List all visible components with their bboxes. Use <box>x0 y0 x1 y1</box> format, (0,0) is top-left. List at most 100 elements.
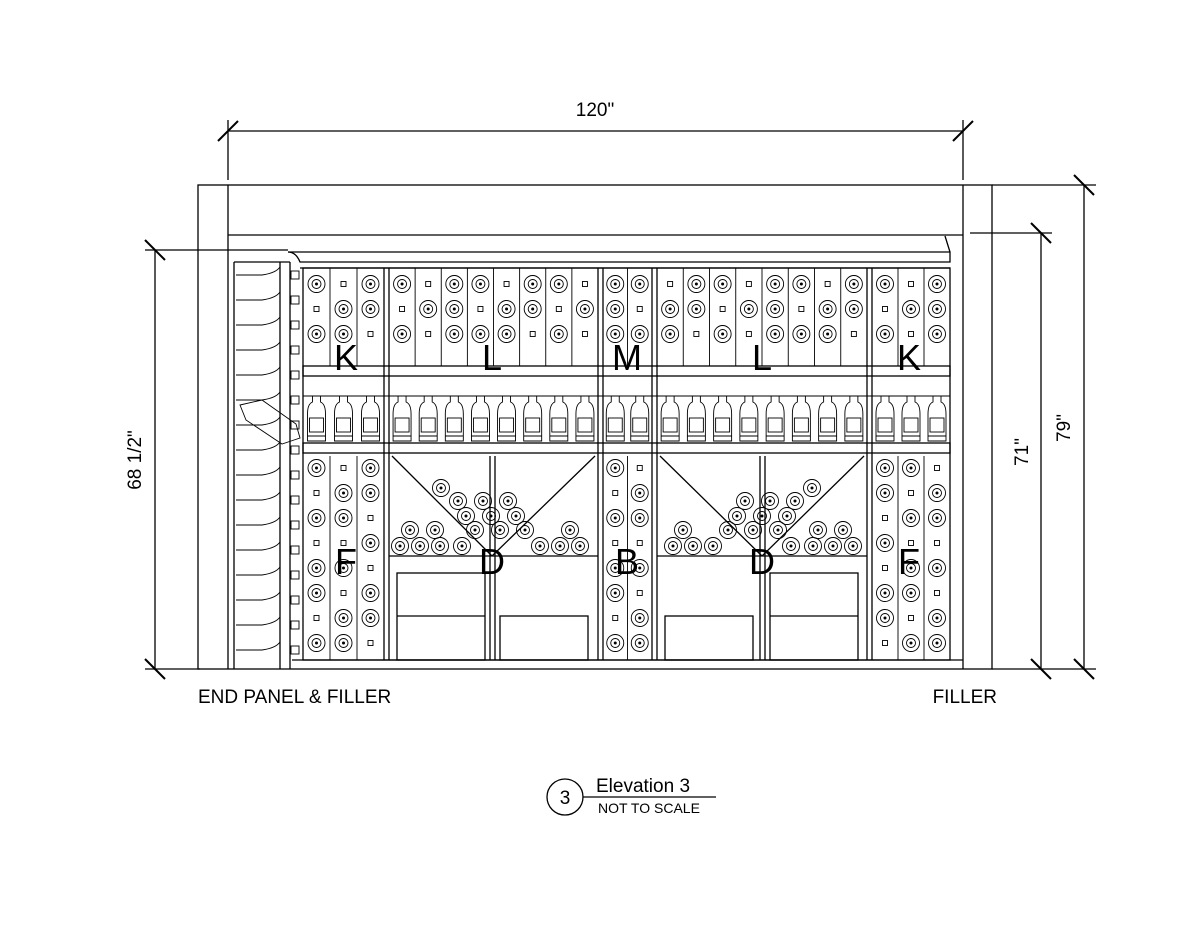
bottle-end-icon <box>391 537 409 555</box>
bottle-end-icon <box>928 275 946 293</box>
bottle-end-icon <box>844 537 862 555</box>
bottle-end-icon <box>782 537 800 555</box>
bottle-side-icon <box>523 395 543 442</box>
bottle-end-icon <box>719 521 737 539</box>
section-labels-bottom: F D B D F <box>335 541 920 582</box>
peg-icon <box>882 565 888 571</box>
bottle-side-icon <box>713 395 733 442</box>
bottle-end-icon <box>307 459 326 477</box>
bottle-end-icon <box>876 609 894 627</box>
bottle-end-icon <box>393 325 412 343</box>
elevation-title: Elevation 3 <box>596 776 690 797</box>
scale-note: NOT TO SCALE <box>598 800 700 816</box>
bottle-end-icon <box>804 537 822 555</box>
bottle-end-icon <box>630 634 649 652</box>
bottle-end-icon <box>661 300 680 318</box>
bottle-end-icon <box>499 492 517 510</box>
bottle-end-icon <box>902 559 920 577</box>
bottle-end-icon <box>307 559 326 577</box>
bottle-end-icon <box>661 325 680 343</box>
peg-icon <box>934 590 940 596</box>
section-label-top-2: L <box>482 337 502 378</box>
peg-icon <box>340 465 347 471</box>
elevation-number: 3 <box>560 788 571 809</box>
bottle-end-icon <box>334 634 353 652</box>
bottle-end-icon <box>334 325 353 343</box>
peg-icon <box>934 540 940 546</box>
bottle-end-icon <box>818 325 837 343</box>
bottle-end-icon <box>361 584 380 602</box>
bottle-side-icon <box>575 395 595 442</box>
bottle-side-icon <box>444 395 464 442</box>
bottle-end-icon <box>902 509 920 527</box>
bottle-end-icon <box>411 537 429 555</box>
bottle-end-icon <box>766 275 785 293</box>
bottle-symbols <box>303 268 950 660</box>
section-labels-top: K L M L K <box>334 337 921 378</box>
bottle-end-icon <box>818 300 837 318</box>
peg-icon <box>340 281 347 287</box>
bottle-end-icon <box>471 275 490 293</box>
bottle-side-icon <box>307 395 326 442</box>
peg-icon <box>340 590 347 596</box>
bottle-end-icon <box>630 559 649 577</box>
section-label-bottom-1: F <box>335 541 357 582</box>
bottle-end-icon <box>684 537 702 555</box>
bottle-end-icon <box>876 459 894 477</box>
bottle-end-icon <box>523 300 542 318</box>
bottle-side-icon <box>739 395 759 442</box>
right-inner-height-label: 71" <box>1012 438 1033 466</box>
left-height-label: 68 1/2" <box>125 430 146 490</box>
right-outer-height-label: 79" <box>1054 414 1075 442</box>
bottle-end-icon <box>876 275 894 293</box>
bottle-end-icon <box>744 521 762 539</box>
bottle-end-icon <box>466 521 484 539</box>
peg-icon <box>850 331 857 337</box>
bottle-side-icon <box>630 395 650 442</box>
bottle-end-icon <box>687 300 706 318</box>
bottle-end-icon <box>334 484 353 502</box>
bottle-end-icon <box>445 275 464 293</box>
bottle-end-icon <box>728 507 746 525</box>
bottle-end-icon <box>393 275 412 293</box>
bottle-end-icon <box>630 275 649 293</box>
bottle-end-icon <box>674 521 692 539</box>
bottle-end-icon <box>445 300 464 318</box>
bottle-end-icon <box>766 325 785 343</box>
bottle-end-icon <box>575 300 594 318</box>
peg-icon <box>313 490 320 496</box>
bottle-end-icon <box>307 275 326 293</box>
bottle-end-icon <box>606 559 625 577</box>
peg-icon <box>367 331 374 337</box>
bottle-end-icon <box>928 300 946 318</box>
bottle-end-icon <box>361 609 380 627</box>
peg-icon <box>798 306 805 312</box>
bottle-end-icon <box>334 609 353 627</box>
peg-icon <box>882 515 888 521</box>
peg-icon <box>367 515 374 521</box>
bottle-end-icon <box>630 325 649 343</box>
left-panel-label: END PANEL & FILLER <box>198 687 391 708</box>
bottle-end-icon <box>361 534 380 552</box>
peg-icon <box>636 590 643 596</box>
section-label-top-4: L <box>752 337 772 378</box>
bottle-end-icon <box>361 300 380 318</box>
section-label-bottom-3: B <box>615 541 639 582</box>
bottle-side-icon <box>549 395 569 442</box>
bottle-end-icon <box>432 479 450 497</box>
bottle-side-icon <box>765 395 785 442</box>
bottle-side-icon <box>392 395 412 442</box>
section-label-bottom-2: D <box>479 541 505 582</box>
bottle-end-icon <box>630 484 649 502</box>
section-label-bottom-4: D <box>749 541 775 582</box>
bottle-end-icon <box>786 492 804 510</box>
bottle-end-icon <box>334 300 353 318</box>
width-dimension: 120" <box>217 100 974 180</box>
bottle-side-icon <box>361 395 380 442</box>
peg-icon <box>477 306 484 312</box>
peg-icon <box>636 306 643 312</box>
right-panel-label: FILLER <box>933 687 997 708</box>
bottle-end-icon <box>902 459 920 477</box>
peg-icon <box>581 281 588 287</box>
bottle-end-icon <box>606 584 625 602</box>
